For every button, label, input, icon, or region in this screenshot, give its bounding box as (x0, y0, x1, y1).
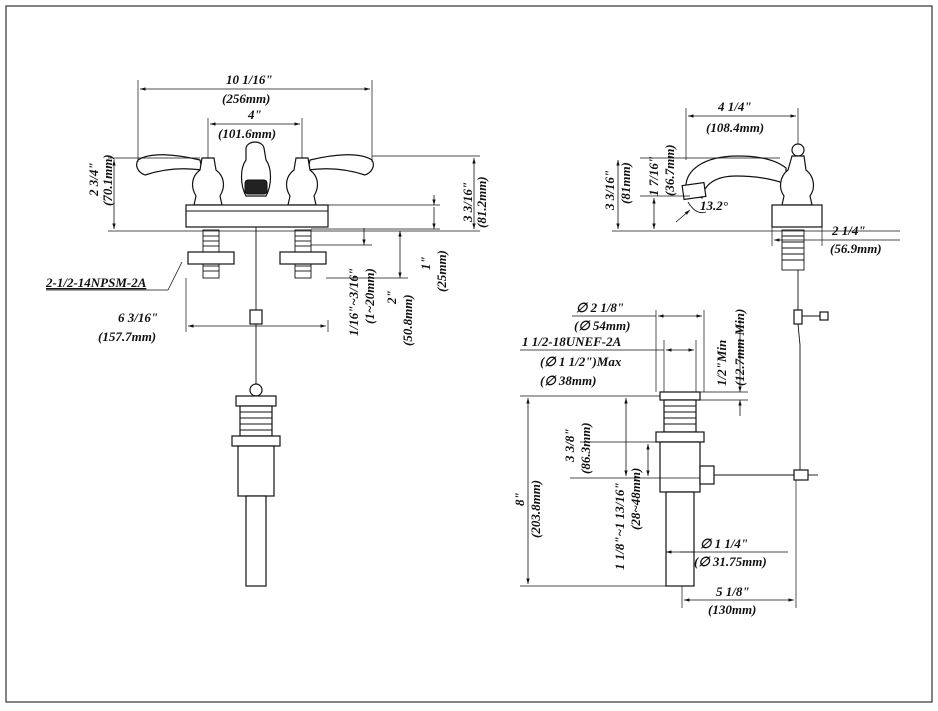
center-spread-mm-label: (101.6mm) (218, 126, 276, 141)
lift-rod-offset-label: 6 3/16" (118, 310, 158, 325)
front-view-dimensions (46, 80, 480, 332)
center-spread-label: 4" (247, 107, 262, 122)
side-view-dimensions (612, 108, 900, 246)
spout-height-label: 2 3/4" (86, 162, 101, 197)
total-height-mm-label: (81.2mm) (474, 176, 489, 228)
tail-dia-mm-label: (∅ 31.75mm) (694, 554, 767, 569)
clearance-label: 2" (384, 290, 399, 305)
min-height-label: 1/2"Min (714, 340, 729, 386)
drawing-border (5, 5, 933, 703)
tail-dia-label: ∅ 1 1/4" (700, 536, 748, 551)
spout-reach-mm-label: (108.4mm) (706, 120, 764, 135)
side-height-mm-label: (81mm) (618, 162, 633, 204)
spout-reach-label: 4 1/4" (717, 99, 752, 114)
base-width-label: 2 1/4" (831, 223, 866, 238)
pivot-offset-mm-label: (130mm) (708, 602, 756, 617)
spout-outlet-label: 1 7/16" (646, 156, 661, 196)
grip-range-mm-label: (28~48mm) (628, 468, 643, 530)
front-view-faucet (136, 141, 374, 385)
overall-width-label: 10 1/16" (226, 72, 273, 87)
base-width-mm-label: (56.9mm) (830, 241, 882, 256)
shank-length-mm-label: (25mm) (434, 250, 449, 292)
pivot-offset-label: 5 1/8" (716, 584, 750, 599)
deck-thickness-mm-label: (1~20mm) (362, 268, 377, 324)
total-length-label: 8" (512, 492, 527, 506)
spout-height-mm-label: (70.1mm) (100, 154, 115, 206)
spout-outlet-mm-label: (36.7mm) (662, 144, 677, 196)
min-height-mm-label: (12.7mm Min) (732, 309, 747, 386)
total-length-mm-label: (203.8mm) (528, 480, 543, 538)
body-height-label: 3 3/8" (562, 428, 577, 463)
spout-aerator (244, 179, 268, 195)
spout-angle-label: 13.2° (700, 198, 729, 213)
drain-dimensions (520, 310, 797, 608)
flange-dia-label: ∅ 2 1/8" (576, 300, 624, 315)
clearance-mm-label: (50.8mm) (400, 294, 415, 346)
grip-range-label: 1 1/8"~1 13/16" (612, 482, 627, 570)
overall-width-mm-label: (256mm) (222, 91, 270, 106)
front-view-drain (231, 383, 281, 587)
shank-length-label: 1" (418, 256, 433, 270)
body-height-mm-label: (86.3mm) (578, 422, 593, 474)
lift-rod-offset-mm-label: (157.7mm) (98, 329, 156, 344)
side-view-drain (655, 391, 818, 587)
drain-thread-label: 1 1/2-18UNEF-2A (522, 334, 622, 349)
deck-thickness-label: 1/16"~3/16" (346, 268, 361, 336)
total-height-label: 3 3/16" (460, 182, 475, 223)
flange-dia-mm-label: (∅ 54mm) (574, 318, 630, 333)
thread-spec-label: 2-1/2-14NPSM-2A (45, 275, 147, 290)
hole-max-label: (∅ 1 1/2")Max (540, 354, 622, 369)
side-height-label: 3 3/16" (602, 170, 617, 211)
side-view-faucet (681, 143, 829, 478)
deck-base (185, 204, 329, 228)
hole-max-mm-label: (∅ 38mm) (540, 373, 596, 388)
